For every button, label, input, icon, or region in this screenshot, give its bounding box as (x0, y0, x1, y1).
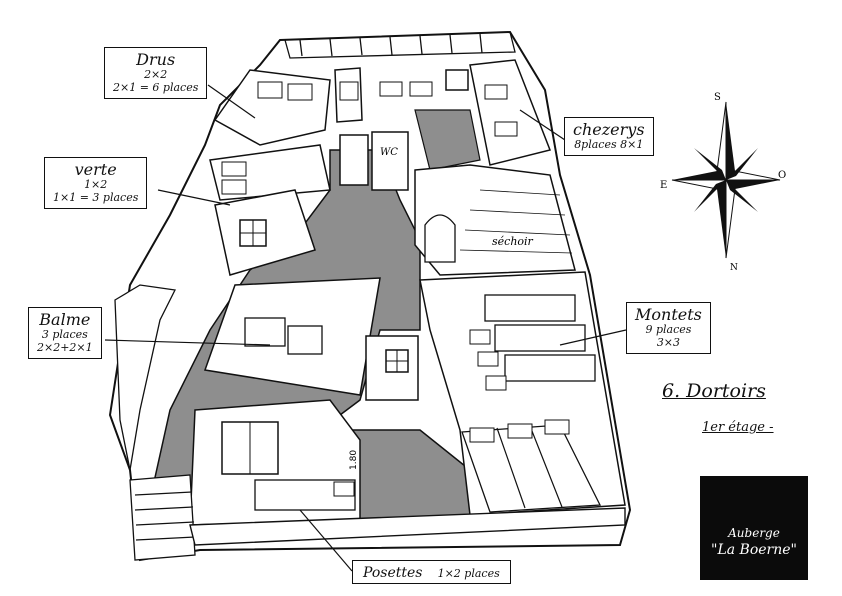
compass-n: N (730, 263, 738, 273)
label-drus: Drus 2×2 2×1 = 6 places (104, 47, 208, 99)
left-staircase (114, 284, 196, 561)
label-balme: Balme 3 places 2×2+2×1 (28, 307, 102, 359)
logo-line1: Auberge (728, 526, 780, 540)
chezerys-line1: 8places 8×1 (574, 138, 644, 152)
drus-name: Drus (136, 50, 176, 69)
room-verte (214, 189, 316, 276)
leader-lines (104, 84, 627, 572)
sechoir-label: séchoir (492, 235, 534, 248)
label-chezerys: chezerys 8places 8×1 (564, 117, 654, 157)
north-corridor-floor (414, 109, 481, 171)
room-sechoir (414, 164, 576, 276)
room-chezerys (379, 59, 552, 166)
balme-line1: 3 places (41, 328, 88, 342)
posettes-name: Posettes (363, 565, 423, 581)
ceiling-height-label: 1.80 (349, 450, 359, 470)
room-balme (203, 277, 419, 401)
room-drus (209, 69, 331, 201)
montets-line2: 3×3 (656, 336, 681, 350)
compass-rose-icon: S N E O (660, 92, 786, 273)
balme-line2: 2×2+2×1 (37, 341, 93, 355)
label-montets: Montets 9 places 3×3 (626, 302, 711, 354)
verte-line1: 1×2 (84, 178, 108, 192)
balme-name: Balme (39, 310, 91, 329)
verte-line2: 1×1 = 3 places (53, 191, 139, 205)
wc-label: WC (380, 147, 398, 158)
drus-line2: 2×1 = 6 places (113, 81, 199, 95)
montets-name: Montets (635, 305, 702, 324)
top-balcony-rail (284, 31, 516, 59)
compass-o: O (778, 170, 786, 181)
chezerys-name: chezerys (573, 120, 645, 139)
logo-line2: "La Boerne" (711, 542, 797, 558)
label-verte: verte 1×2 1×1 = 3 places (44, 157, 148, 209)
compass-e: E (660, 180, 667, 191)
room-montets (419, 271, 626, 516)
posettes-line1: 1×2 places (437, 567, 500, 580)
label-posettes: Posettes 1×2 places (352, 560, 511, 585)
central-doors (334, 67, 469, 191)
plan-subtitle: 1er étage - (702, 420, 774, 435)
drus-line1: 2×2 (144, 68, 168, 82)
room-posettes (189, 399, 361, 526)
montets-line1: 9 places (645, 323, 692, 337)
plan-title: 6. Dortoirs (662, 380, 766, 402)
compass-s: S (714, 92, 721, 103)
verte-name: verte (74, 160, 117, 179)
auberge-logo: Auberge "La Boerne" (700, 476, 808, 580)
front-wall (189, 507, 626, 546)
